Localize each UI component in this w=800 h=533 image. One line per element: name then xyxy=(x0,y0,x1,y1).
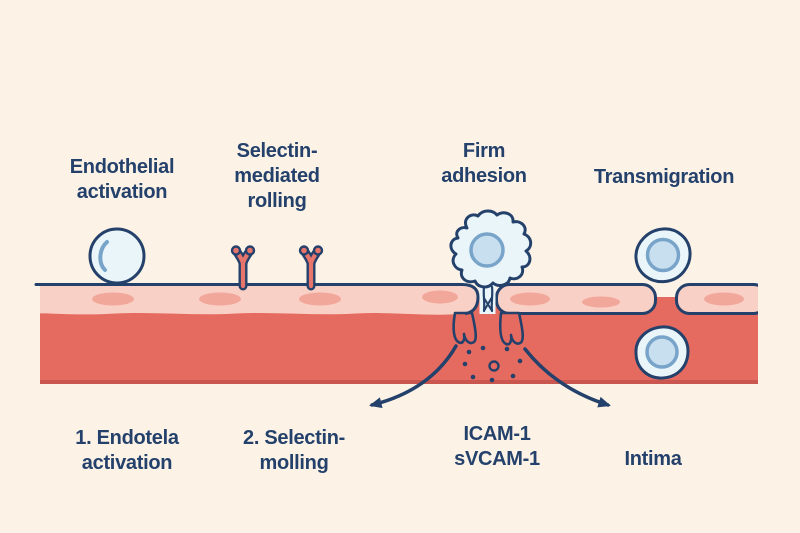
chemokine-dot xyxy=(466,349,472,355)
selectin-tip xyxy=(244,245,256,256)
label-line: mediated xyxy=(234,165,320,187)
label-line: Selectin- xyxy=(236,140,318,162)
endothelium-segment-middle xyxy=(495,283,657,315)
label-line: Endothelial xyxy=(69,156,175,178)
selectin-tip xyxy=(230,245,242,256)
bottom-label-icam-svcam: ICAM-1 sVCAM-1 xyxy=(454,422,540,472)
leukocyte-migrated-nucleus xyxy=(645,335,679,369)
endothelium-nuclei xyxy=(92,290,744,308)
endothelial-nucleus xyxy=(704,292,744,306)
stage-label-endothelial-activation: Endothelial activation xyxy=(69,155,175,205)
selectin-receptor-1 xyxy=(230,245,256,291)
bottom-label-intima: Intima xyxy=(624,447,681,472)
selectin-tip xyxy=(312,245,324,256)
endothelium-left-band xyxy=(40,284,478,315)
chemokine-dot xyxy=(510,373,516,379)
endothelial-nucleus xyxy=(199,292,241,306)
leukocyte-resting xyxy=(88,227,146,285)
endothelial-nucleus xyxy=(422,290,458,304)
endothelial-nucleus xyxy=(299,292,341,306)
label-line: Transmigration xyxy=(593,166,735,188)
label-line: adhesion xyxy=(441,165,527,187)
label-line: rolling xyxy=(247,190,307,212)
endothelial-nucleus xyxy=(582,296,620,308)
pseudopod-paw-right xyxy=(498,311,525,346)
cell-highlight xyxy=(98,240,109,272)
endothelium-lumen-line xyxy=(34,283,480,315)
chemokine-dot xyxy=(489,377,495,383)
label-line: sVCAM-1 xyxy=(454,448,540,470)
leukocyte-resting-body xyxy=(88,227,146,285)
stage-label-transmigration: Transmigration xyxy=(593,165,735,190)
label-line: molling xyxy=(259,452,329,474)
selectin-tip xyxy=(298,245,310,256)
callout-arrow-left xyxy=(369,344,458,409)
label-line: activation xyxy=(81,452,173,474)
chemokine-dot xyxy=(480,345,486,351)
stage-label-selectin-rolling: Selectin- mediated rolling xyxy=(234,139,320,214)
chemokine-dot xyxy=(462,361,468,367)
callout-arrow-right xyxy=(523,347,611,408)
transmigration-neck xyxy=(479,283,496,314)
chemokine-dot xyxy=(504,346,510,352)
leukocyte-transmigrating-nucleus xyxy=(645,237,681,273)
label-line: Intima xyxy=(624,448,682,470)
label-line: 1. Endotela xyxy=(75,427,179,449)
leukocyte-transmigrating xyxy=(634,227,692,284)
selectin-receptor-2 xyxy=(298,245,324,291)
leukocyte-adherent-nucleus xyxy=(469,232,505,268)
endothelial-nucleus xyxy=(92,292,134,306)
label-line: activation xyxy=(76,181,168,203)
pseudopod-paw-left xyxy=(452,311,478,345)
media-bottom-edge xyxy=(40,380,758,384)
chemokine-dot xyxy=(517,358,523,364)
neck-cross-line xyxy=(483,297,493,311)
label-line: Firm xyxy=(462,140,506,162)
mediator-dots xyxy=(462,345,523,383)
chemokine-dot xyxy=(470,374,476,380)
bottom-label-selectin-molling: 2. Selectin- molling xyxy=(243,426,345,476)
endothelial-nucleus xyxy=(510,292,550,306)
leukocyte-adherent xyxy=(449,209,533,289)
label-line: ICAM-1 xyxy=(463,423,531,445)
label-line: 2. Selectin- xyxy=(243,427,345,449)
stage-label-firm-adhesion: Firm adhesion xyxy=(441,139,527,189)
vessel-wall xyxy=(40,283,758,384)
chemokine-ring-dot xyxy=(488,360,500,372)
bottom-label-endotela-activation: 1. Endotela activation xyxy=(75,426,179,476)
